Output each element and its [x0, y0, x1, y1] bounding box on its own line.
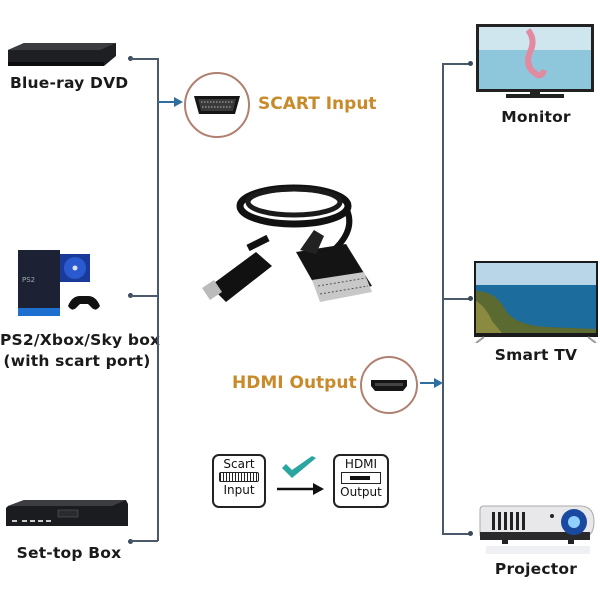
check-icon [280, 456, 318, 480]
hdmi-output-label: HDMI Output [232, 373, 357, 393]
connector-line [130, 295, 158, 297]
scart-mini-icon [219, 472, 259, 482]
legend-scart-label: Scart [223, 457, 255, 471]
source-label-console-note: (with scart port) [3, 352, 151, 370]
hdmi-mini-icon [341, 472, 381, 484]
connector-line [442, 63, 470, 65]
projector-icon [476, 504, 598, 556]
connector-line [130, 58, 158, 60]
scart-input-label: SCART Input [258, 94, 377, 114]
connector-line-vertical [157, 58, 159, 541]
smart-tv-icon [474, 261, 598, 343]
dvd-player-icon [4, 40, 116, 70]
monitor-icon [476, 24, 594, 102]
output-label-projector: Projector [494, 560, 578, 578]
arrow-right-icon [420, 377, 444, 389]
connector-dot [468, 296, 473, 301]
connector-dot [468, 531, 473, 536]
scart-port-circle [184, 72, 250, 138]
connector-dot [468, 61, 473, 66]
legend-output-label: Output [340, 485, 382, 499]
game-console-icon: PS2 [16, 248, 100, 320]
arrow-right-icon [158, 96, 184, 108]
connector-line [130, 540, 158, 542]
hdmi-port-circle [360, 356, 418, 414]
scart-to-hdmi-cable [196, 168, 380, 316]
legend-input-label: Input [223, 483, 255, 497]
source-label-console: PS2/Xbox/Sky box [0, 331, 161, 349]
source-label-settop: Set-top Box [16, 544, 122, 562]
output-label-monitor: Monitor [501, 108, 571, 126]
scart-input-legend: Scart Input [212, 454, 266, 508]
source-label-dvd: Blue-ray DVD [10, 74, 129, 92]
connector-line [442, 533, 470, 535]
hdmi-output-legend: HDMI Output [333, 454, 389, 508]
output-label-smart-tv: Smart TV [494, 346, 578, 364]
legend-hdmi-label: HDMI [344, 457, 378, 471]
connector-line [442, 298, 470, 300]
set-top-box-icon [2, 498, 132, 532]
svg-text:PS2: PS2 [22, 276, 35, 284]
conversion-arrow-icon [277, 482, 325, 496]
